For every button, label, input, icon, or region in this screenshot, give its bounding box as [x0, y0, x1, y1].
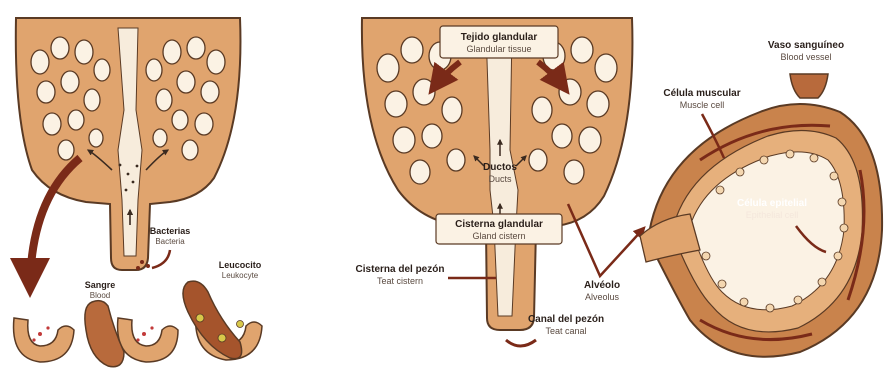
blood-vessel-top [790, 74, 828, 98]
teat-cistern-label-en: Teat cistern [377, 276, 423, 286]
teat-cistern-label: Cisterna del pezón [356, 264, 445, 275]
inflamed-alveoli [14, 281, 262, 367]
teat-canal-label: Canal del pezón [528, 314, 604, 325]
ducts-label-en: Ducts [488, 174, 512, 184]
bacteria-label-en: Bacteria [155, 237, 185, 246]
gland-cistern-label-en: Gland cistern [472, 231, 525, 241]
glandular-tissue-label: Tejido glandular [461, 32, 538, 43]
alveolus-label: Alvéolo [584, 280, 620, 291]
blood-vessel-label-en: Blood vessel [780, 52, 831, 62]
leukocyte-label-en: Leukocyte [222, 271, 259, 280]
alveolus-detail: Vaso sanguíneo Blood vessel Célula muscu… [640, 40, 882, 357]
bacteria-pointer [152, 250, 170, 268]
alveolus-label-en: Alveolus [585, 292, 620, 302]
teat-canal-pointer [506, 340, 536, 346]
blood-label: Sangre [85, 280, 116, 290]
glandular-tissue-label-en: Glandular tissue [466, 44, 531, 54]
leukocyte-vessel [183, 281, 242, 359]
teat-canal-label-en: Teat canal [545, 326, 586, 336]
muscle-cell-label: Célula muscular [663, 88, 740, 99]
leukocyte-label: Leucocito [219, 260, 262, 270]
bacteria-label: Bacterias [150, 226, 191, 236]
gland-cistern-label: Cisterna glandular [455, 219, 543, 230]
middle-udder-quarter: Tejido glandular Glandular tissue Ductos… [356, 18, 644, 346]
muscle-cell-label-en: Muscle cell [680, 100, 725, 110]
blood-label-en: Blood [90, 291, 110, 300]
blood-vessel-label: Vaso sanguíneo [768, 40, 844, 51]
left-udder-quarter: Bacterias Bacteria Sangre Blood Leucocit… [14, 18, 262, 367]
ducts-label: Ductos [483, 162, 517, 173]
